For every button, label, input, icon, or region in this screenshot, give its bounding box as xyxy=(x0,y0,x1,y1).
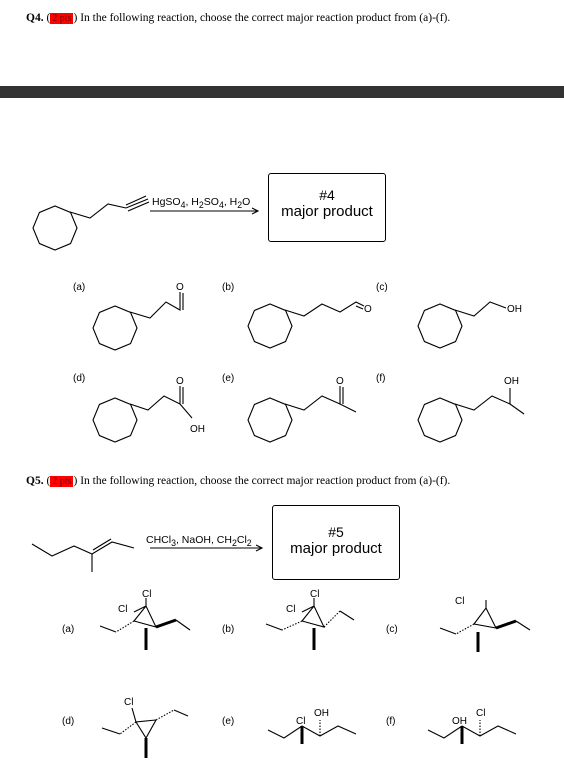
q4-question: Q4. (2 pts) In the following reaction, c… xyxy=(26,12,451,24)
q4-answer-box[interactable]: #4 major product xyxy=(268,173,386,242)
chlorine-label: Cl xyxy=(286,604,295,615)
chlorine-label: Cl xyxy=(296,716,305,727)
q5-option-f-label: (f) xyxy=(386,716,396,727)
q5-box-number: #5 xyxy=(328,524,344,540)
q4-option-e-label: (e) xyxy=(222,373,235,384)
q4-option-e-structure: O xyxy=(247,376,357,443)
q5-option-b-label: (b) xyxy=(222,624,235,635)
q4-option-d-label: (d) xyxy=(73,373,86,384)
q4-option-a-label: (a) xyxy=(73,282,86,293)
chlorine-label: Cl xyxy=(124,697,133,708)
q5-question-text: In the following reaction, choose the co… xyxy=(80,475,451,487)
hydroxyl-label: OH xyxy=(452,716,467,727)
q5-option-c-label: (c) xyxy=(386,624,398,635)
q4-option-f-structure: OH xyxy=(417,376,525,443)
q5-option-d-structure: Cl xyxy=(101,697,189,758)
q4-box-text: major product xyxy=(281,203,373,220)
q4-starting-material xyxy=(32,195,150,251)
q4-reaction-arrow xyxy=(150,207,260,215)
q5-number: Q5. xyxy=(26,475,44,487)
q5-option-b-structure: Cl Cl xyxy=(265,589,355,650)
q4-option-a-structure: O xyxy=(92,282,184,351)
q5-option-e-structure: Cl OH xyxy=(267,708,357,744)
q4-reagents: HgSO4, H2SO4, H2O xyxy=(152,196,251,211)
q5-reagents: CHCl3, NaOH, CH2Cl2 xyxy=(146,534,252,549)
q4-option-d-structure: O OH xyxy=(92,376,205,443)
hydroxyl-label: OH xyxy=(314,708,329,719)
q5-option-e-label: (e) xyxy=(222,716,235,727)
q4-option-b-structure: O xyxy=(247,301,372,349)
q4-option-c-label: (c) xyxy=(376,282,388,293)
hydroxyl-label: OH xyxy=(507,304,522,315)
oxygen-label: O xyxy=(176,282,184,293)
q5-box-text: major product xyxy=(290,540,382,557)
separator-bar xyxy=(0,86,564,98)
chlorine-label: Cl xyxy=(455,596,464,607)
oxygen-label: O xyxy=(364,304,372,315)
q5-answer-box[interactable]: #5 major product xyxy=(272,505,400,580)
q5-starting-material xyxy=(31,538,135,572)
q4-question-text: In the following reaction, choose the co… xyxy=(80,12,451,24)
chlorine-label: Cl xyxy=(142,589,151,600)
q4-option-b-label: (b) xyxy=(222,282,235,293)
q5-reaction-arrow xyxy=(150,544,264,552)
q5-points-badge: 2 pts xyxy=(50,476,74,487)
oxygen-label: O xyxy=(176,376,184,387)
q5-option-f-structure: OH Cl xyxy=(427,708,517,744)
q4-option-c-structure: OH xyxy=(417,301,522,349)
oxygen-label: O xyxy=(336,376,344,387)
q5-option-c-structure: Cl xyxy=(439,596,531,652)
q5-option-d-label: (d) xyxy=(62,716,75,727)
hydroxyl-label: OH xyxy=(504,376,519,387)
q5-question: Q5. (2 pts) In the following reaction, c… xyxy=(26,475,451,487)
q4-option-f-label: (f) xyxy=(376,373,386,384)
q4-points-badge: 2 pts xyxy=(50,13,74,24)
q5-option-a-structure: Cl Cl xyxy=(99,589,191,650)
hydroxyl-label: OH xyxy=(190,424,205,435)
q4-box-number: #4 xyxy=(319,187,335,203)
chlorine-label: Cl xyxy=(476,708,485,719)
q5-option-a-label: (a) xyxy=(62,624,75,635)
chlorine-label: Cl xyxy=(118,604,127,615)
chlorine-label: Cl xyxy=(310,589,319,600)
q4-number: Q4. xyxy=(26,12,44,24)
